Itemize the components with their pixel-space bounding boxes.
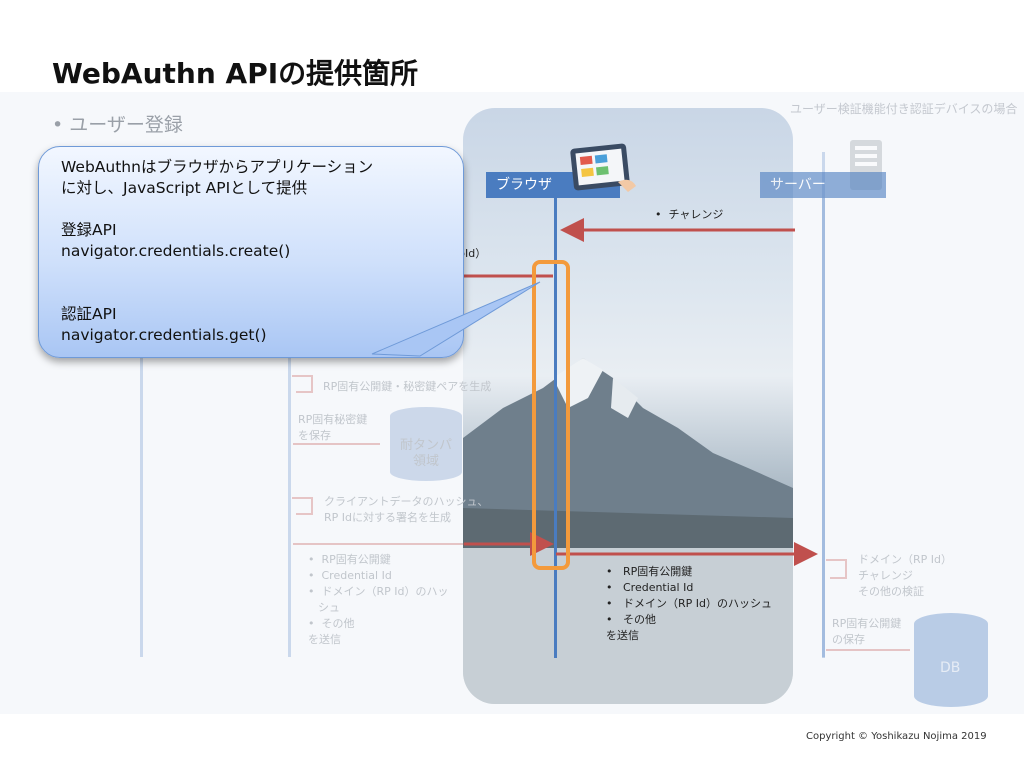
faded-diagram-layer xyxy=(0,92,1024,714)
database-label: DB xyxy=(940,660,961,676)
note-save-secret: RP固有秘密鍵を保存 xyxy=(298,412,367,444)
send-item: Credential Id xyxy=(622,581,694,594)
browser-lifeline xyxy=(554,198,557,658)
note-challenge: • チャレンジ xyxy=(655,208,724,221)
mountain-image xyxy=(463,358,793,704)
device-note: ユーザー検証機能付き認証デバイスの場合 xyxy=(790,102,1018,116)
arrow-faded-loop-3 xyxy=(826,559,847,579)
callout-reg-label: 登録API xyxy=(61,221,117,239)
tamper-label-line1: 耐タンパ xyxy=(399,438,452,453)
callout-line1: WebAuthnはブラウザからアプリケーション xyxy=(61,158,374,176)
left-send-item: RP固有公開鍵 xyxy=(321,553,391,566)
lane-label-server: サーバー xyxy=(760,172,886,198)
note-save-secret-line2: を保存 xyxy=(298,429,331,442)
verify-item: チャレンジ xyxy=(858,569,913,582)
note-send: • RP固有公開鍵 • Credential Id • ドメイン（RP Id）の… xyxy=(606,565,772,642)
bullet-user-registration: • ユーザー登録 xyxy=(52,114,183,136)
note-signature-line2: RP Idに対する署名を生成 xyxy=(324,511,451,524)
verify-item: ドメイン（RP Id） xyxy=(858,553,952,566)
callout-line2: に対し、JavaScript APIとして提供 xyxy=(61,179,308,197)
note-signature-line1: クライアントデータのハッシュ、 xyxy=(324,495,489,508)
callout-auth-label: 認証API xyxy=(61,305,117,323)
note-save-public-line1: RP固有公開鍵 xyxy=(832,617,902,630)
tablet-icon xyxy=(568,142,638,194)
callout-reg-api: navigator.credentials.create() xyxy=(61,242,291,260)
note-rpid-fragment: pId） xyxy=(458,247,487,260)
left-send-item: ドメイン（RP Id）のハッ xyxy=(321,585,449,598)
note-save-public-line2: の保存 xyxy=(832,633,865,646)
left-send-item: を送信 xyxy=(308,633,341,646)
copyright: Copyright © Yoshikazu Nojima 2019 xyxy=(806,731,987,742)
database-icon xyxy=(912,612,990,708)
api-highlight-box xyxy=(532,260,570,570)
left-send-item: Credential Id xyxy=(321,569,392,582)
note-keypair: RP固有公開鍵・秘密鍵ペアを生成 xyxy=(323,380,492,393)
note-signature: クライアントデータのハッシュ、 RP Idに対する署名を生成 xyxy=(324,494,488,526)
server-lifeline xyxy=(822,198,825,658)
tamper-resistant-storage xyxy=(388,406,464,482)
send-item: ドメイン（RP Id）のハッシュ xyxy=(622,597,772,610)
send-item: RP固有公開鍵 xyxy=(622,565,693,578)
note-save-public: RP固有公開鍵の保存 xyxy=(832,616,901,648)
note-left-send: • RP固有公開鍵 • Credential Id • ドメイン（RP Id）の… xyxy=(308,553,449,646)
verify-item: その他の検証 xyxy=(858,585,924,598)
api-callout: WebAuthnはブラウザからアプリケーション に対し、JavaScript A… xyxy=(38,146,464,358)
arrow-faded-loop-2 xyxy=(292,497,313,515)
tamper-label-line2: 領域 xyxy=(412,454,439,469)
send-item: その他 xyxy=(622,613,656,626)
left-send-item: シュ xyxy=(318,601,340,614)
note-verify: ドメイン（RP Id） チャレンジ その他の検証 xyxy=(858,552,952,600)
send-item: を送信 xyxy=(606,629,639,642)
callout-auth-api: navigator.credentials.get() xyxy=(61,326,267,344)
bullet-text: ユーザー登録 xyxy=(69,114,183,136)
page-title: WebAuthn APIの提供箇所 xyxy=(52,57,419,90)
left-send-item: その他 xyxy=(321,617,355,630)
note-challenge-text: チャレンジ xyxy=(668,208,724,221)
background-photo xyxy=(463,108,793,704)
tamper-label: 耐タンパ領域 xyxy=(398,438,454,470)
arrow-faded-loop-1 xyxy=(292,375,313,393)
note-save-secret-line1: RP固有秘密鍵 xyxy=(298,413,368,426)
